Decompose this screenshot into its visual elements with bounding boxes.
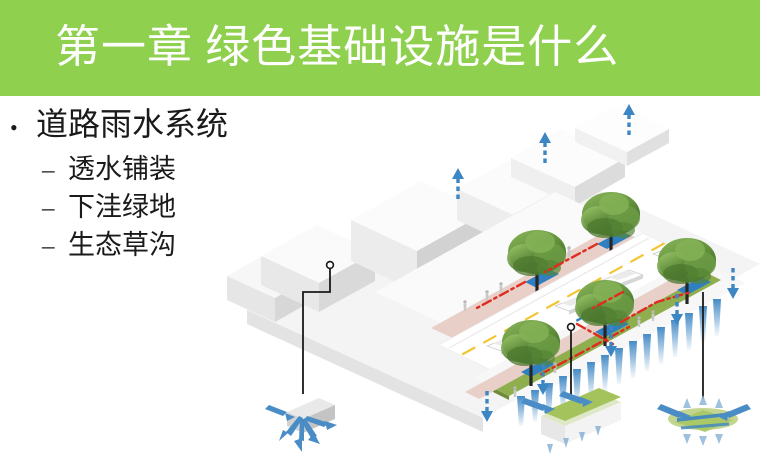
dash-marker-icon: –	[42, 195, 55, 222]
callout-permeable-pavement	[265, 398, 337, 452]
street-stormwater-illustration	[225, 96, 760, 474]
bullet-label-level1: 道路雨水系统	[36, 106, 229, 142]
isometric-street-svg	[227, 102, 760, 454]
bullet-item-level2: – 透水铺装	[0, 151, 250, 189]
bullet-label-bioswale: 生态草沟	[68, 230, 176, 260]
lane-marking	[461, 241, 667, 356]
dash-marker-icon: –	[42, 233, 55, 260]
far-sidewalk-and-trees	[375, 102, 643, 340]
bullet-label-permeable-pavement: 透水铺装	[68, 154, 176, 184]
dash-marker-icon: –	[42, 157, 55, 184]
callout-bioswale	[657, 395, 751, 446]
bullet-marker-icon: •	[10, 115, 18, 140]
page-title: 第一章 绿色基础设施是什么	[55, 22, 620, 72]
callout-sunken-green	[521, 388, 621, 454]
bullet-item-level2: – 生态草沟	[0, 227, 250, 265]
callout-leaders	[302, 260, 704, 400]
bullet-item-level2: – 下洼绿地	[0, 189, 250, 227]
bullet-item-level1: • 道路雨水系统	[0, 104, 250, 148]
bullet-list: • 道路雨水系统 – 透水铺装 – 下洼绿地 – 生态草沟	[0, 104, 250, 265]
title-banner: 第一章 绿色基础设施是什么	[0, 0, 760, 96]
bullet-sublist: – 透水铺装 – 下洼绿地 – 生态草沟	[0, 151, 250, 265]
bullet-label-sunken-green: 下洼绿地	[68, 192, 176, 222]
